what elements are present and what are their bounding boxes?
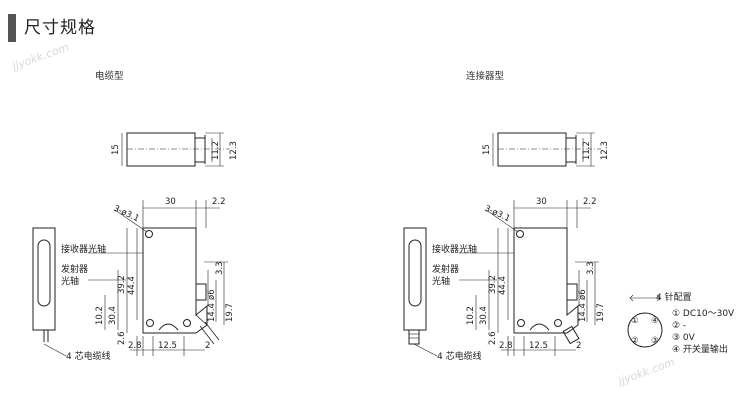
label-receiver-axis: 接收器光轴 [432,243,477,255]
pin-num-4: ④ [651,316,659,326]
label-receiver-axis: 接收器光轴 [61,243,106,255]
label-emitter: 发射器 [61,263,88,275]
dim-h-total: 39.2 [488,275,498,294]
drawing-cable-type [32,132,230,357]
front-view [413,200,599,357]
pin-item-3: ③ 0V [672,333,696,343]
dim-2-8: 2.8 [499,341,513,351]
dim-top-d1: 11.2 [211,141,221,160]
dim-14-4: 14.4 [578,303,588,322]
dim-2: 2 [576,341,581,351]
dim-h-total: 39.2 [117,275,127,294]
label-emitter: 发射器 [432,263,459,275]
labels-cable-type: 15 11.2 12.3 30 2.2 3-ø3.1 39.2 44.4 10.… [61,141,239,362]
dim-width: 30 [165,197,176,207]
pin-num-3: ③ [651,336,659,346]
pin-diagram [627,294,663,348]
dim-tab: 2.2 [583,197,597,207]
top-view [121,132,230,167]
dim-30-4: 30.4 [108,306,118,325]
dim-2: 2 [205,341,210,351]
dim-h-inner: 44.4 [498,276,508,295]
dim-12-5: 12.5 [529,341,548,351]
dim-dia-6: ø6 [207,289,217,300]
pin-num-1: ① [631,316,639,326]
drawing-connector-type [403,132,663,357]
dim-width: 30 [536,197,547,207]
watermark-left: jjyokk.com [9,40,71,73]
dim-30-4: 30.4 [479,306,489,325]
dim-hole: 3-ø3.1 [112,204,141,225]
dim-3-3: 3.3 [586,261,596,275]
dim-10-2: 10.2 [95,306,105,325]
dim-14-4: 14.4 [207,303,217,322]
subtitle-connector-type: 连接器型 [466,71,505,82]
label-cable: 4 芯电缆线 [437,350,482,362]
pin-item-4: ④ 开关量输出 [672,343,728,355]
pin-config-title: 4 针配置 [656,291,692,303]
dim-19-7: 19.7 [596,303,606,322]
title-accent-bar [8,14,16,42]
label-emitter-axis: 光轴 [61,275,79,287]
dim-top-height: 15 [111,144,121,155]
dim-2-6: 2.6 [117,331,127,345]
dim-top-d2: 12.3 [600,141,610,160]
dim-h-inner: 44.4 [127,276,137,295]
dim-hole: 3-ø3.1 [483,204,512,225]
dim-10-2: 10.2 [466,306,476,325]
dim-19-7: 19.7 [225,303,235,322]
dim-12-5: 12.5 [158,341,177,351]
top-view [492,132,601,167]
watermark-right: jjyokk.com [615,355,677,388]
labels-connector-type: 15 11.2 12.3 30 2.2 3-ø3.1 39.2 44.4 10.… [432,141,735,362]
label-cable: 4 芯电缆线 [66,350,111,362]
side-view [403,227,427,345]
pin-num-2: ② [631,336,639,346]
dim-tab: 2.2 [212,197,226,207]
page-title: 尺寸规格 [24,18,96,38]
side-view [32,227,56,342]
dim-2-8: 2.8 [128,341,142,351]
pin-item-1: ① DC10～30V [672,309,735,319]
dim-top-height: 15 [482,144,492,155]
subtitle-cable-type: 电缆型 [95,71,124,82]
dim-dia-6: ø6 [578,289,588,300]
front-view [43,200,228,357]
label-emitter-axis: 光轴 [432,275,450,287]
dim-top-d2: 12.3 [229,141,239,160]
pin-item-2: ② - [672,321,686,331]
dim-3-3: 3.3 [215,261,225,275]
dim-top-d1: 11.2 [582,141,592,160]
dim-2-6: 2.6 [488,331,498,345]
